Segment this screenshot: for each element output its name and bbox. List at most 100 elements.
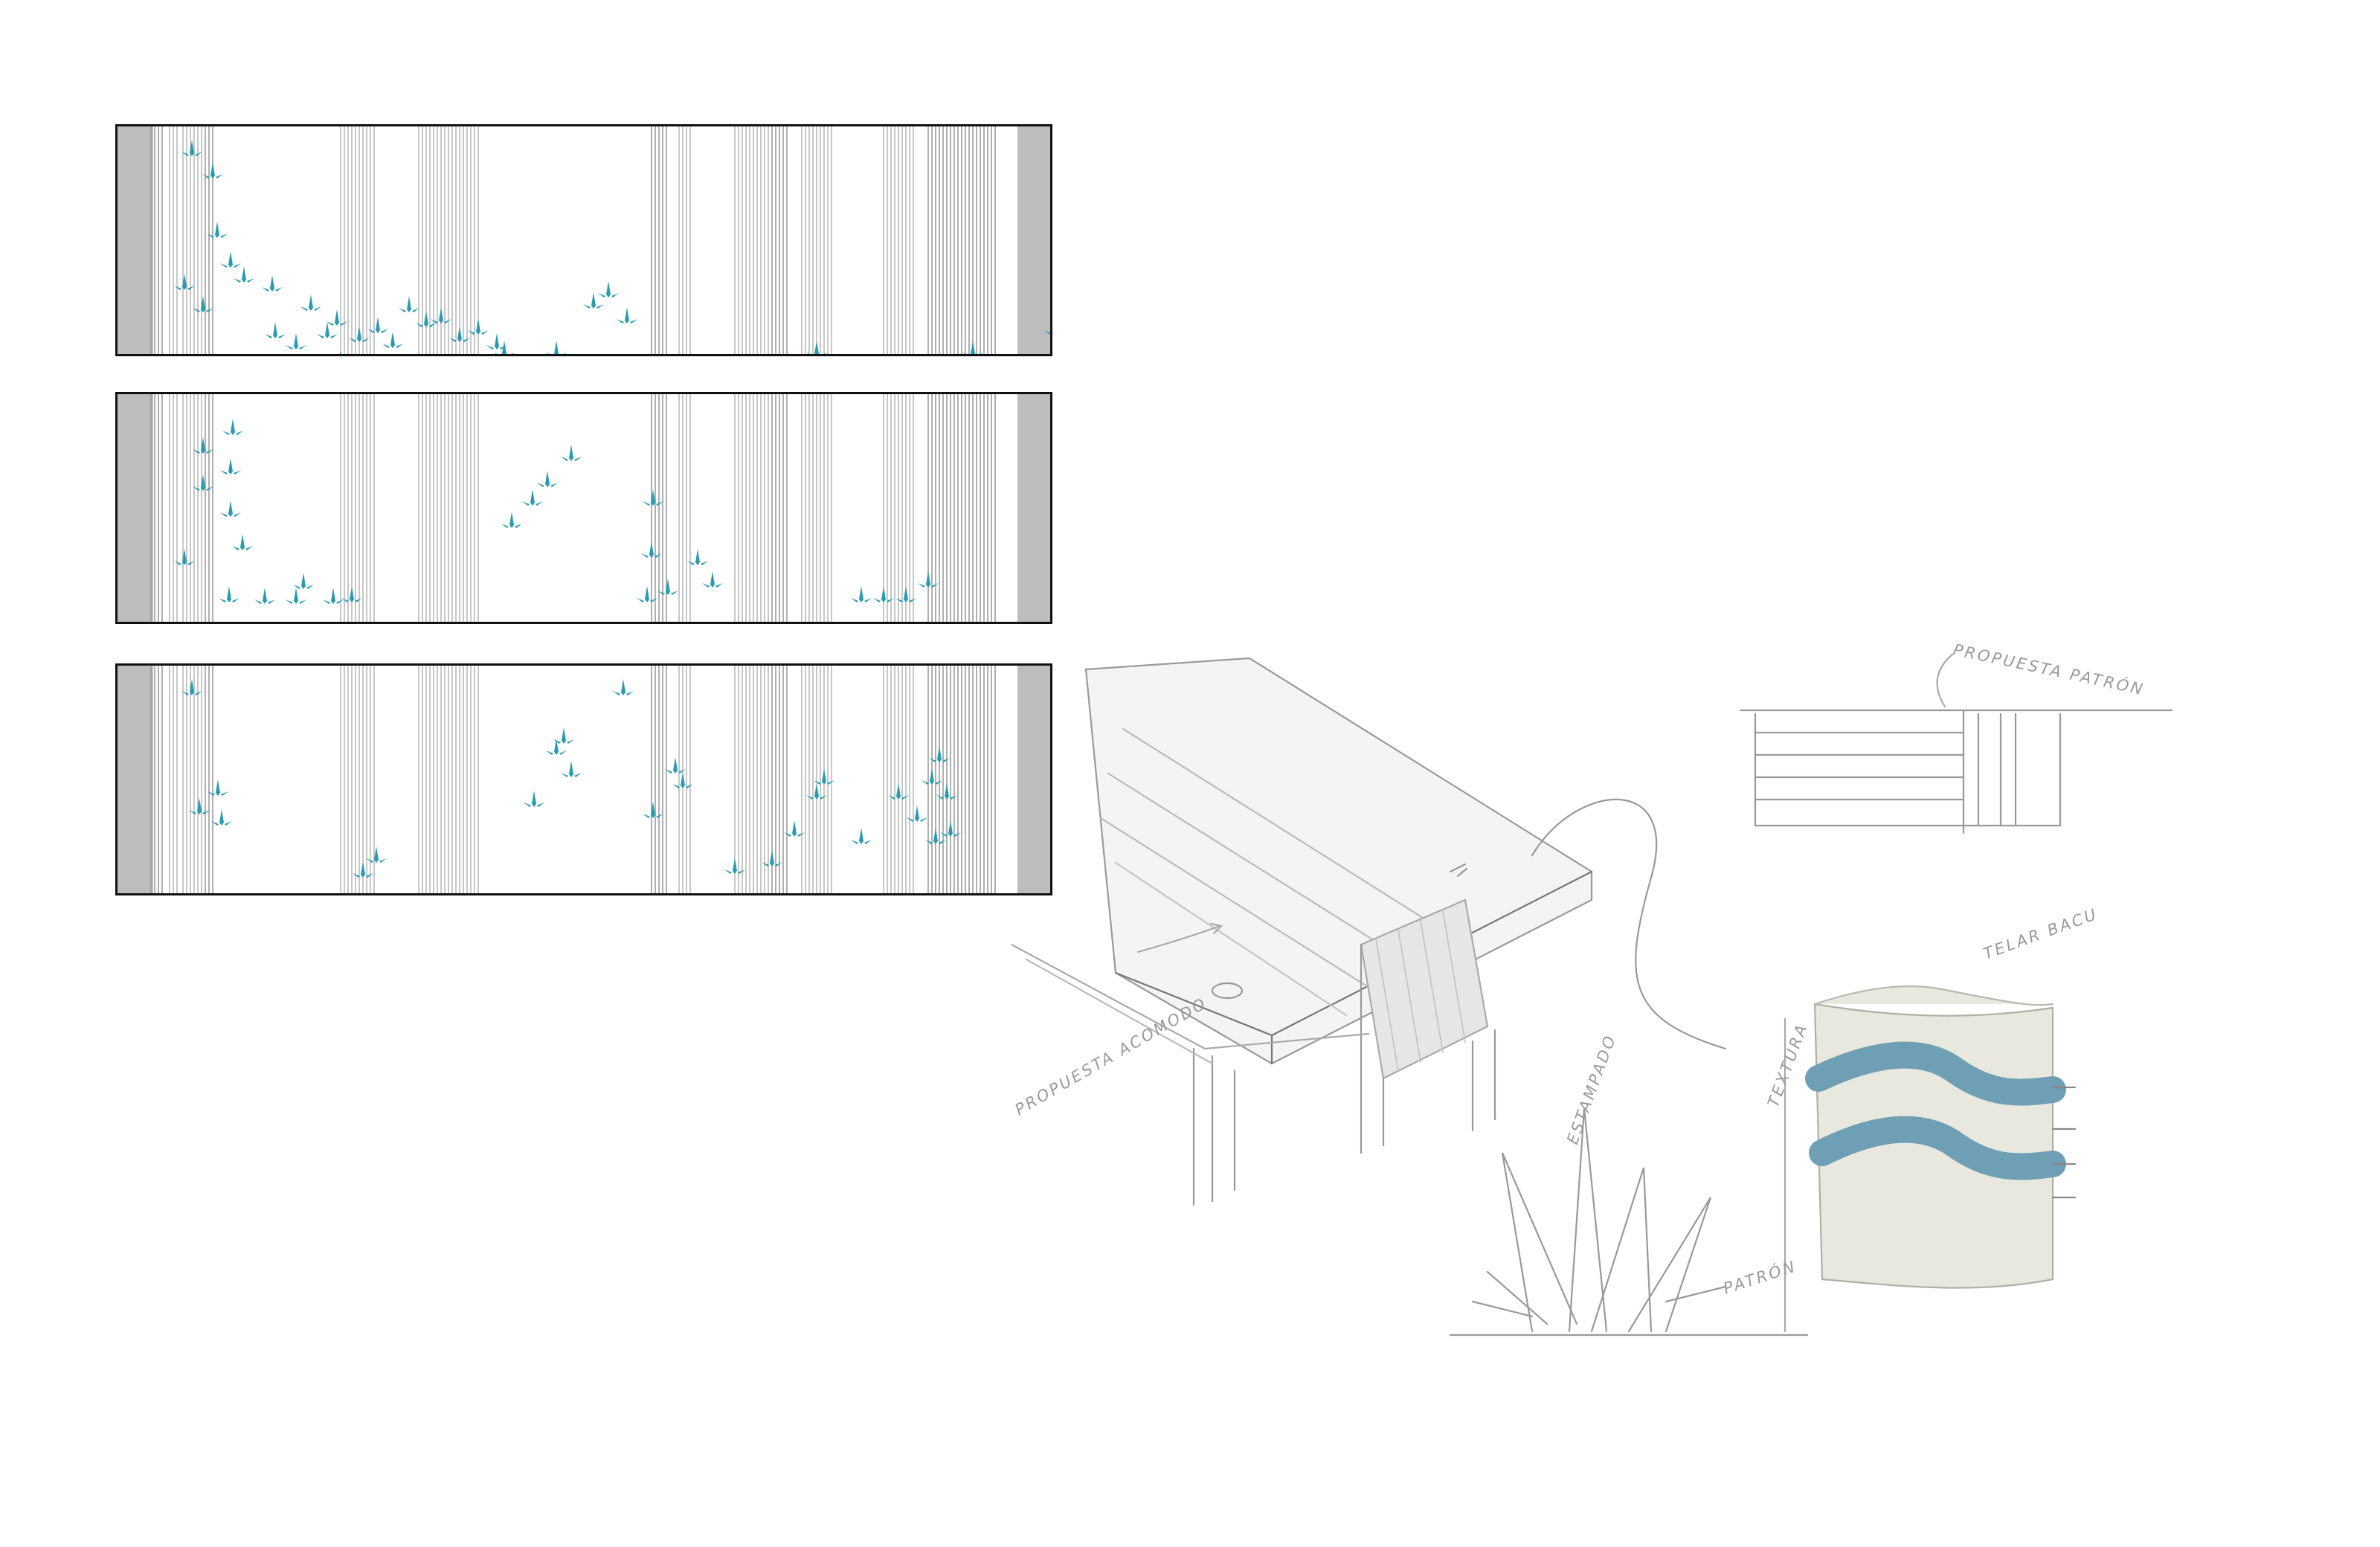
- agave-icon: [300, 295, 321, 311]
- agave-icon: [657, 579, 678, 595]
- edge-band-right: [1017, 666, 1050, 893]
- agave-icon: [189, 798, 210, 814]
- label-patron: PATRÓN: [1721, 1256, 1799, 1297]
- pattern-panel-1: [115, 124, 1052, 356]
- agave-icon: [353, 861, 373, 878]
- agave-icon: [220, 501, 241, 517]
- agave-icon: [641, 541, 662, 558]
- agave-icon: [643, 489, 663, 506]
- agave-icon: [806, 783, 827, 800]
- agave-icon: [449, 326, 470, 342]
- agave-icon: [222, 419, 243, 435]
- agave-icon: [583, 292, 604, 309]
- agave-icon: [254, 588, 275, 604]
- agave-icon: [925, 828, 946, 844]
- edge-band-right: [1017, 126, 1050, 354]
- agave-sketch: [1449, 1107, 1809, 1337]
- agave-icon: [234, 266, 254, 283]
- edge-band-right: [1017, 394, 1050, 622]
- agave-icon: [317, 322, 338, 338]
- agave-icon: [174, 549, 195, 565]
- agave-icon: [784, 820, 805, 837]
- agave-icon: [851, 828, 872, 844]
- agave-icon: [546, 341, 567, 354]
- agave-icon: [349, 326, 370, 342]
- bench-illustration: [1012, 657, 1593, 1206]
- agave-icon: [524, 791, 544, 807]
- agave-icon: [468, 318, 489, 335]
- agave-icon: [486, 333, 507, 350]
- agave-icon: [888, 783, 909, 800]
- agave-icon: [202, 162, 223, 178]
- label-telar-bacu: TELAR BACU: [1981, 905, 2101, 963]
- agave-icon: [702, 571, 723, 588]
- agave-icon: [286, 588, 306, 604]
- agave-icon: [181, 679, 202, 695]
- agave-icon: [232, 534, 253, 550]
- pattern-panel-2: [115, 392, 1052, 624]
- agave-icon: [687, 549, 708, 565]
- agave-icon: [323, 588, 344, 604]
- agave-icon: [494, 341, 515, 354]
- agave-icon: [181, 140, 202, 156]
- agave-icon: [922, 768, 942, 785]
- agave-icon: [208, 779, 228, 796]
- agave-icon: [907, 805, 927, 822]
- pattern-panel-3: [115, 663, 1052, 895]
- agave-icon: [613, 679, 634, 695]
- agave-icon: [219, 586, 239, 602]
- edge-band-left: [118, 666, 153, 893]
- agave-icon: [220, 251, 241, 268]
- agave-icon: [174, 274, 195, 290]
- agave-icon: [929, 746, 950, 762]
- edge-band-left: [118, 394, 153, 622]
- agave-icon: [873, 586, 894, 602]
- agave-icon: [265, 322, 286, 338]
- agave-icon: [1044, 324, 1050, 335]
- label-propuesta-acomodo: PROPUESTA ACOMODO: [1012, 994, 1211, 1119]
- bench-sketch: PROPUESTA PATRÓN TELAR BACU ESTAMPADO TE…: [1012, 640, 2173, 1337]
- label-estampado: ESTAMPADO: [1563, 1032, 1620, 1146]
- agave-icon: [286, 333, 306, 350]
- agave-icon: [399, 296, 419, 312]
- agave-icon: [561, 761, 582, 777]
- agave-icon: [220, 458, 241, 475]
- agave-icon: [367, 317, 388, 333]
- agave-icon: [193, 296, 213, 312]
- agave-icon: [643, 802, 663, 818]
- agave-icon: [193, 475, 213, 491]
- fabric-swatch: [1784, 985, 2077, 1333]
- agave-icon: [262, 275, 283, 292]
- agave-icon: [617, 307, 637, 324]
- agave-icon: [327, 309, 347, 326]
- agave-icon: [546, 739, 567, 755]
- agave-icon: [501, 512, 522, 528]
- agave-icon: [598, 281, 619, 298]
- pattern-stripes-3: [118, 666, 1050, 893]
- agave-icon: [193, 437, 213, 454]
- edge-band-left: [118, 126, 153, 354]
- agave-icon: [561, 445, 582, 461]
- agave-icon: [293, 573, 314, 589]
- agave-icon: [895, 586, 916, 602]
- agave-icon: [382, 332, 403, 348]
- agave-icon: [814, 768, 834, 785]
- label-textura: TEXTURA: [1764, 1020, 1811, 1110]
- agave-icon: [366, 846, 387, 863]
- agave-icon: [416, 311, 437, 327]
- agave-icon: [341, 586, 362, 602]
- pattern-proposal-sketch: [1739, 653, 2173, 834]
- agave-icon: [537, 471, 558, 487]
- pattern-stripes-1: [118, 126, 1050, 354]
- agave-icon: [724, 858, 745, 874]
- agave-icon: [207, 222, 228, 238]
- agave-icon: [918, 571, 939, 588]
- agave-icon: [672, 772, 693, 788]
- connector-curve: [1531, 798, 1727, 1050]
- agave-icon: [553, 727, 574, 744]
- pattern-stripes-2: [118, 394, 1050, 622]
- agave-icon: [665, 757, 686, 774]
- agave-icon: [806, 341, 827, 354]
- label-propuesta-patron: PROPUESTA PATRÓN: [1952, 640, 2146, 698]
- agave-icon: [962, 341, 983, 354]
